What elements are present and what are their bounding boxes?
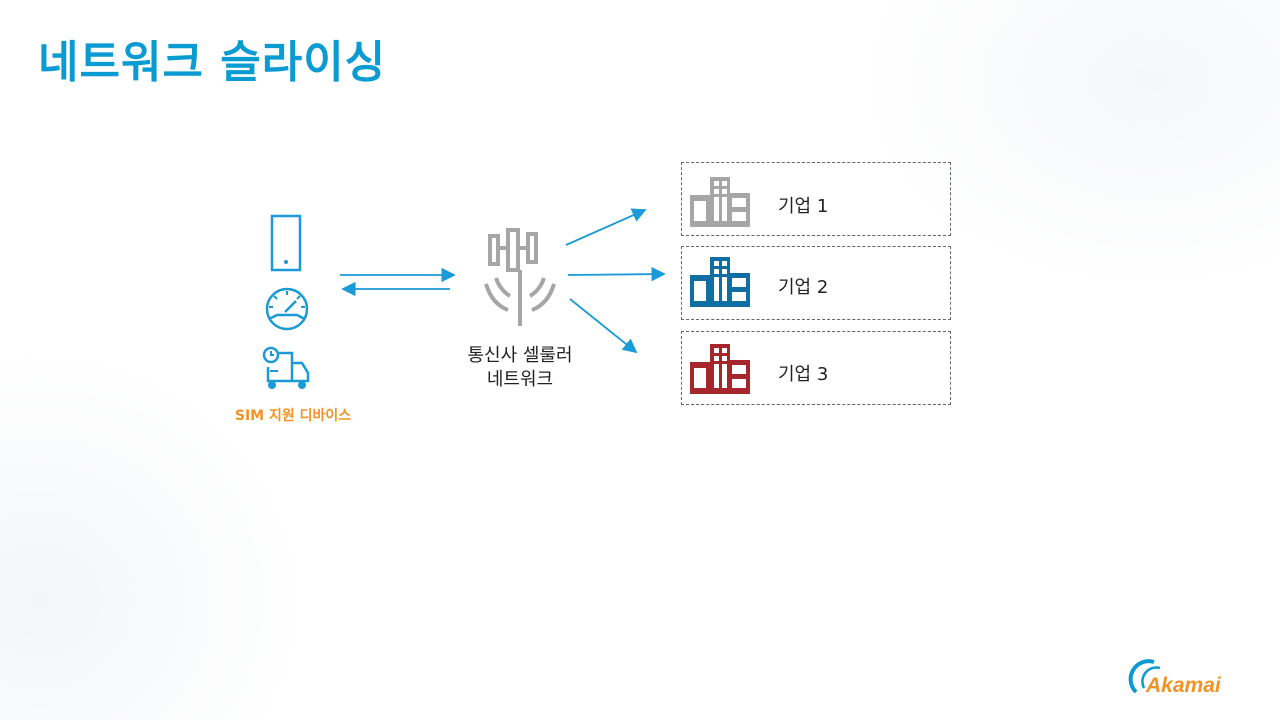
akamai-wave-icon [1128,659,1161,694]
delivery-truck-icon [262,346,310,389]
carrier-network-label-line1: 통신사 셀룰러 [467,345,573,366]
enterprise-label: 기업 1 [778,196,829,217]
speedometer-icon [265,287,309,331]
devices-label: SIM 지원 디바이스 [234,408,352,424]
building-icon [690,257,750,307]
building-icon [690,344,750,394]
akamai-logo-text: Akamai [1146,674,1221,697]
cell-tower-icon [484,228,556,326]
carrier-network-label-line2: 네트워크 [486,369,554,390]
carrier-network-label: 통신사 셀룰러 네트워크 [440,344,600,392]
enterprise-slice-1: 기업 1 [681,162,951,236]
enterprise-label: 기업 3 [778,364,829,385]
enterprise-label: 기업 2 [778,277,829,298]
page-title: 네트워크 슬라이싱 [38,37,387,88]
enterprise-slice-3: 기업 3 [681,331,951,405]
akamai-logo: Akamai [1128,656,1238,706]
smartphone-icon [270,214,302,272]
enterprise-slice-2: 기업 2 [681,246,951,320]
building-icon [690,177,750,227]
